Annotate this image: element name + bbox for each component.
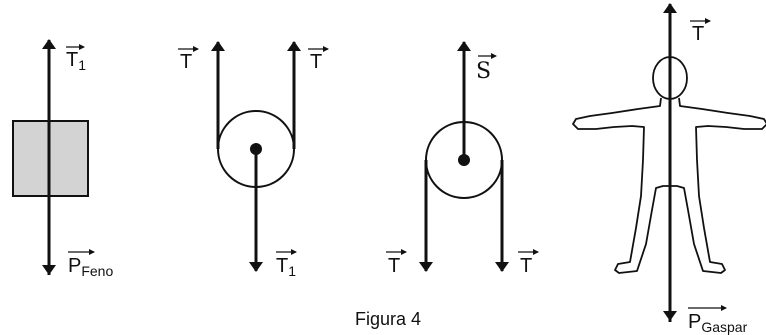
fixed-left-tension-label: T: [388, 255, 400, 277]
fixed-pulley-figure: S T T: [386, 41, 539, 277]
person-weight-label: PGaspar: [688, 311, 748, 335]
fixed-right-tension-label: T: [520, 255, 532, 277]
movable-down-tension-label: T1: [276, 255, 296, 279]
movable-left-tension-label: T: [180, 51, 192, 73]
movable-right-tension-label: T: [310, 51, 322, 73]
figure-caption: Figura 4: [355, 309, 421, 329]
block-figure: T1 PFeno: [12, 39, 113, 279]
movable-pulley-figure: T T T1: [178, 41, 329, 279]
block-weight-label: PFeno: [68, 255, 113, 279]
block-tension-label: T1: [66, 49, 86, 73]
support-force-label: S: [476, 59, 491, 84]
person-tension-label: T: [692, 23, 704, 45]
person-figure: T PGaspar: [572, 3, 766, 335]
